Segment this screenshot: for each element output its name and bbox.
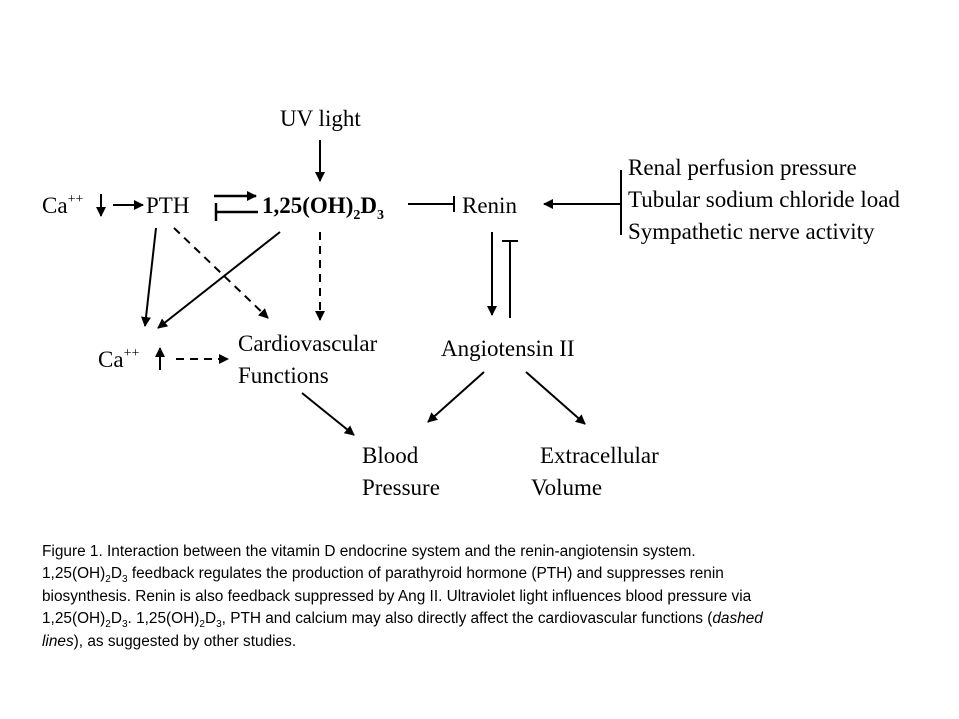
node-calcium-bottom: Ca++	[98, 344, 139, 380]
regulator-sympathetic: Sympathetic nerve activity	[628, 219, 875, 244]
figure-caption: Figure 1. Interaction between the vitami…	[42, 541, 932, 653]
pth-label: PTH	[146, 193, 190, 218]
blood-pressure-line2: Pressure	[362, 475, 440, 500]
node-vitamin-d: 1,25(OH)2D3	[262, 190, 384, 226]
uv-light-label: UV light	[280, 106, 361, 131]
caption-line5: lines), as suggested by other studies.	[42, 633, 297, 650]
node-calcium-left: Ca++	[42, 190, 83, 226]
arrow-vitd-to-ca	[157, 231, 281, 329]
arrow-ang-to-bp	[427, 371, 485, 423]
cardiovascular-line1: Cardiovascular	[238, 331, 378, 356]
arrow-pth-to-ca	[141, 227, 157, 327]
vitamin-d-sub1: 2	[353, 208, 361, 223]
arrow-cardio-to-bp	[301, 392, 355, 436]
node-angiotensin: Angiotensin II	[441, 333, 575, 365]
caption-line3: biosynthesis. Renin is also feedback sup…	[42, 588, 752, 605]
vitamin-d-sub2: 3	[376, 208, 384, 223]
regulator-sodium-chloride: Tubular sodium chloride load	[628, 187, 900, 212]
caption-line4: 1,25(OH)2D3. 1,25(OH)2D3, PTH and calciu…	[42, 609, 763, 630]
calcium-left-charge: ++	[67, 192, 84, 207]
extracellular-line1: Extracellular	[540, 443, 659, 468]
extracellular-line2: Volume	[531, 475, 603, 500]
cardiovascular-line2: Functions	[238, 363, 329, 388]
arrow-ang-to-ecv	[525, 371, 586, 425]
dashed-pth-to-cardio	[173, 227, 269, 319]
node-cardiovascular: Cardiovascular Functions	[238, 328, 377, 392]
caption-line1: Figure 1. Interaction between the vitami…	[42, 543, 696, 560]
blood-pressure-line1: Blood	[362, 443, 419, 468]
calcium-left-label: Ca	[42, 193, 68, 218]
calcium-bottom-charge: ++	[123, 346, 140, 361]
regulator-renal-perfusion: Renal perfusion pressure	[628, 155, 857, 180]
node-uv-light: UV light	[280, 103, 361, 135]
node-blood-pressure: Blood Pressure	[362, 440, 440, 504]
caption-line2: 1,25(OH)2D3 feedback regulates the produ…	[42, 564, 724, 585]
calcium-bottom-label: Ca	[98, 347, 124, 372]
vitamin-d-mid: D	[360, 193, 377, 218]
node-pth: PTH	[146, 190, 189, 222]
node-regulators: Renal perfusion pressure Tubular sodium …	[628, 152, 900, 248]
renin-label: Renin	[462, 193, 517, 218]
node-renin: Renin	[462, 190, 517, 222]
vitamin-d-prefix: 1,25(OH)	[262, 193, 354, 218]
angiotensin-label: Angiotensin II	[441, 336, 575, 361]
node-extracellular-volume: Extracellular Volume	[531, 440, 659, 504]
